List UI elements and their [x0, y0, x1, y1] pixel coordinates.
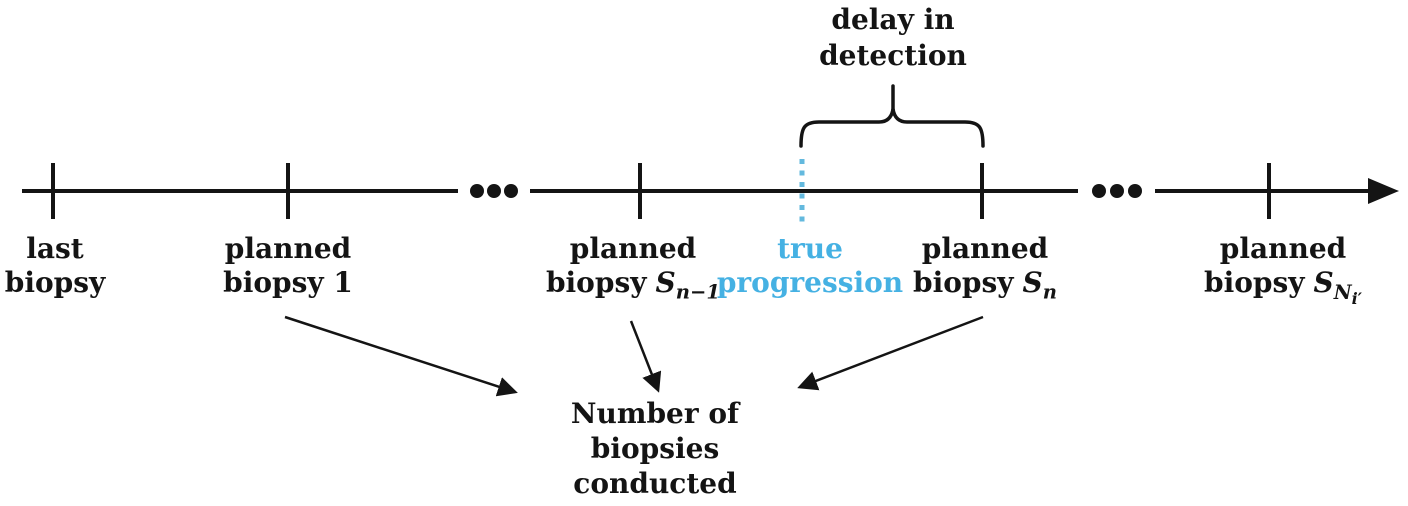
ellipsis-dots-left: [470, 184, 518, 198]
label-planned-biopsy-1: planned biopsy 1: [158, 232, 418, 300]
outcome-line2: biopsies: [590, 432, 720, 465]
label-last-biopsy: last biopsy: [0, 232, 185, 300]
arrow-from-biopsy-sn1: [629, 320, 662, 393]
delay-label-line1: delay in: [831, 3, 955, 36]
outcome-line3: conducted: [573, 467, 737, 500]
label-line: biopsy 1: [223, 266, 353, 299]
ellipsis-dots-right: [1092, 184, 1142, 198]
outcome-line1: Number of: [570, 397, 740, 430]
label-line: last: [26, 232, 84, 265]
label-line: planned: [1219, 232, 1347, 265]
tick-marks: [51, 163, 1271, 219]
label-line: planned: [921, 232, 1049, 265]
label-line: progression: [716, 266, 904, 299]
label-line: biopsy: [4, 266, 106, 299]
label-line: planned: [224, 232, 352, 265]
label-line: planned: [569, 232, 697, 265]
delay-brace: [799, 84, 985, 148]
number-of-biopsies-label: Number of biopsies conducted: [571, 396, 739, 501]
label-true-progression: true progression: [680, 232, 940, 300]
count-arrows: [284, 315, 984, 397]
timeline-arrowhead: [1368, 178, 1399, 204]
delay-in-detection-label: delay in detection: [819, 2, 967, 74]
timeline-axis: [22, 178, 1399, 204]
delay-label-line2: detection: [819, 39, 967, 72]
label-line: true: [777, 232, 843, 265]
arrow-from-biopsy-sn: [797, 315, 984, 391]
arrow-from-biopsy-1: [284, 315, 518, 397]
